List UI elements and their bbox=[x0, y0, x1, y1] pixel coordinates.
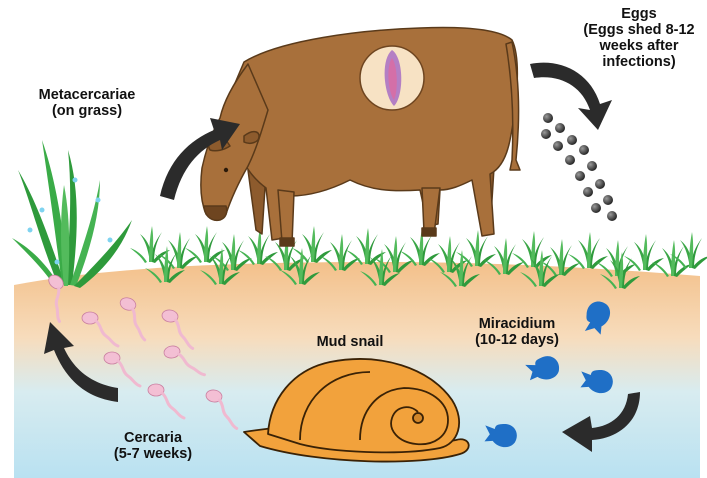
eggs-detail-line-3: infections) bbox=[574, 54, 704, 70]
cercaria-detail: (5-7 weeks) bbox=[98, 446, 208, 462]
metacercariae-label: Metacercariae (on grass) bbox=[22, 87, 152, 119]
eggs-title: Eggs bbox=[574, 6, 704, 22]
miracidium-detail: (10-12 days) bbox=[452, 332, 582, 348]
eggs-label: Eggs (Eggs shed 8-12 weeks after infecti… bbox=[574, 6, 704, 70]
mud-snail-label: Mud snail bbox=[300, 334, 400, 350]
eggs-detail-line-2: weeks after bbox=[574, 38, 704, 54]
metacercariae-title: Metacercariae bbox=[22, 87, 152, 103]
miracidium-title: Miracidium bbox=[452, 316, 582, 332]
mud-snail-title: Mud snail bbox=[300, 334, 400, 350]
cercaria-title: Cercaria bbox=[98, 430, 208, 446]
eggs-detail-line-1: (Eggs shed 8-12 bbox=[574, 22, 704, 38]
liver-fluke-inset bbox=[360, 46, 424, 110]
miracidium-label: Miracidium (10-12 days) bbox=[452, 316, 582, 348]
cercaria-label: Cercaria (5-7 weeks) bbox=[98, 430, 208, 462]
metacercariae-detail: (on grass) bbox=[22, 103, 152, 119]
